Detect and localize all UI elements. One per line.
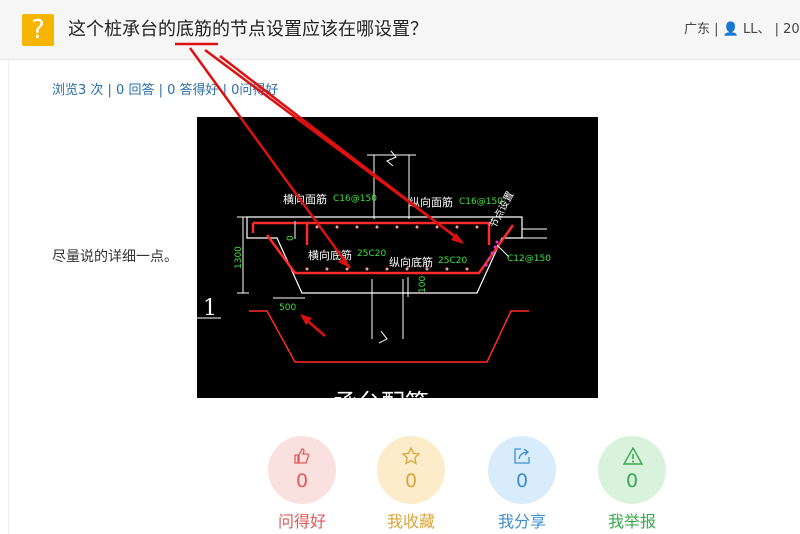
question-title: 这个桩承台的底筋的节点设置应该在哪设置？ bbox=[68, 19, 428, 40]
question-stats: 浏览3 次 | 0 回答 | 0 答得好 | 0问得好 bbox=[52, 83, 279, 98]
label-heng-mian: 横向面筋 bbox=[283, 192, 327, 206]
content-panel bbox=[8, 60, 800, 534]
report-button[interactable]: 0 我举报 bbox=[598, 436, 666, 532]
label-dim-0: 0 bbox=[286, 235, 296, 241]
report-circle: 0 bbox=[598, 436, 666, 504]
star-icon bbox=[401, 446, 421, 465]
label-node-setting: 节点设置 bbox=[487, 189, 516, 230]
label-section: 1 bbox=[203, 296, 217, 321]
label-zong-di: 纵向底筋 bbox=[389, 255, 433, 269]
share-count: 0 bbox=[515, 470, 529, 492]
favorite-label: 我收藏 bbox=[386, 512, 435, 531]
share-circle: 0 bbox=[488, 436, 556, 504]
label-dim-height: 1300 bbox=[234, 246, 244, 269]
label-dim-100: 100 bbox=[418, 276, 428, 293]
label-zong-di-spec: 25C20 bbox=[438, 256, 467, 266]
favorite-count: 0 bbox=[404, 470, 418, 492]
label-heng-mian-spec: C16@150 bbox=[333, 194, 377, 204]
label-heng-di-spec: 25C20 bbox=[357, 249, 386, 259]
label-side-spec: C12@150 bbox=[507, 254, 551, 264]
label-dim-500: 500 bbox=[279, 303, 296, 313]
question-meta: 广东 | 👤 LL、 | 201 bbox=[684, 22, 800, 37]
favorite-circle: 0 bbox=[377, 436, 445, 504]
helpful-circle: 0 bbox=[268, 436, 336, 504]
helpful-question-button[interactable]: 0 问得好 bbox=[268, 436, 336, 532]
favorite-button[interactable]: 0 我收藏 bbox=[377, 436, 445, 532]
report-count: 0 bbox=[625, 470, 639, 492]
thumbs-up-icon bbox=[294, 448, 310, 464]
label-zong-mian: 纵向面筋 bbox=[409, 195, 453, 209]
label-zong-mian-spec: C16@150 bbox=[459, 197, 503, 207]
share-button[interactable]: 0 我分享 bbox=[488, 436, 556, 532]
helpful-label: 问得好 bbox=[277, 512, 326, 531]
share-icon bbox=[514, 448, 530, 464]
question-body: 尽量说的详细一点。 bbox=[52, 249, 178, 265]
warning-icon bbox=[622, 446, 644, 465]
share-label: 我分享 bbox=[497, 512, 546, 531]
cad-drawing: 横向面筋 C16@150 纵向面筋 C16@150 横向底筋 25C20 纵向底… bbox=[197, 150, 551, 398]
question-header: ? 这个桩承台的底筋的节点设置应该在哪设置？ 广东 | 👤 LL、 | 201 bbox=[0, 0, 800, 60]
helpful-count: 0 bbox=[295, 470, 309, 492]
label-heng-di: 横向底筋 bbox=[308, 248, 352, 262]
label-bottom-caption: 承台配筋 bbox=[333, 389, 429, 398]
report-label: 我举报 bbox=[607, 512, 656, 531]
question-mark-icon: ? bbox=[22, 14, 54, 46]
cad-drawing-image[interactable]: 横向面筋 C16@150 纵向面筋 C16@150 横向底筋 25C20 纵向底… bbox=[197, 117, 598, 398]
